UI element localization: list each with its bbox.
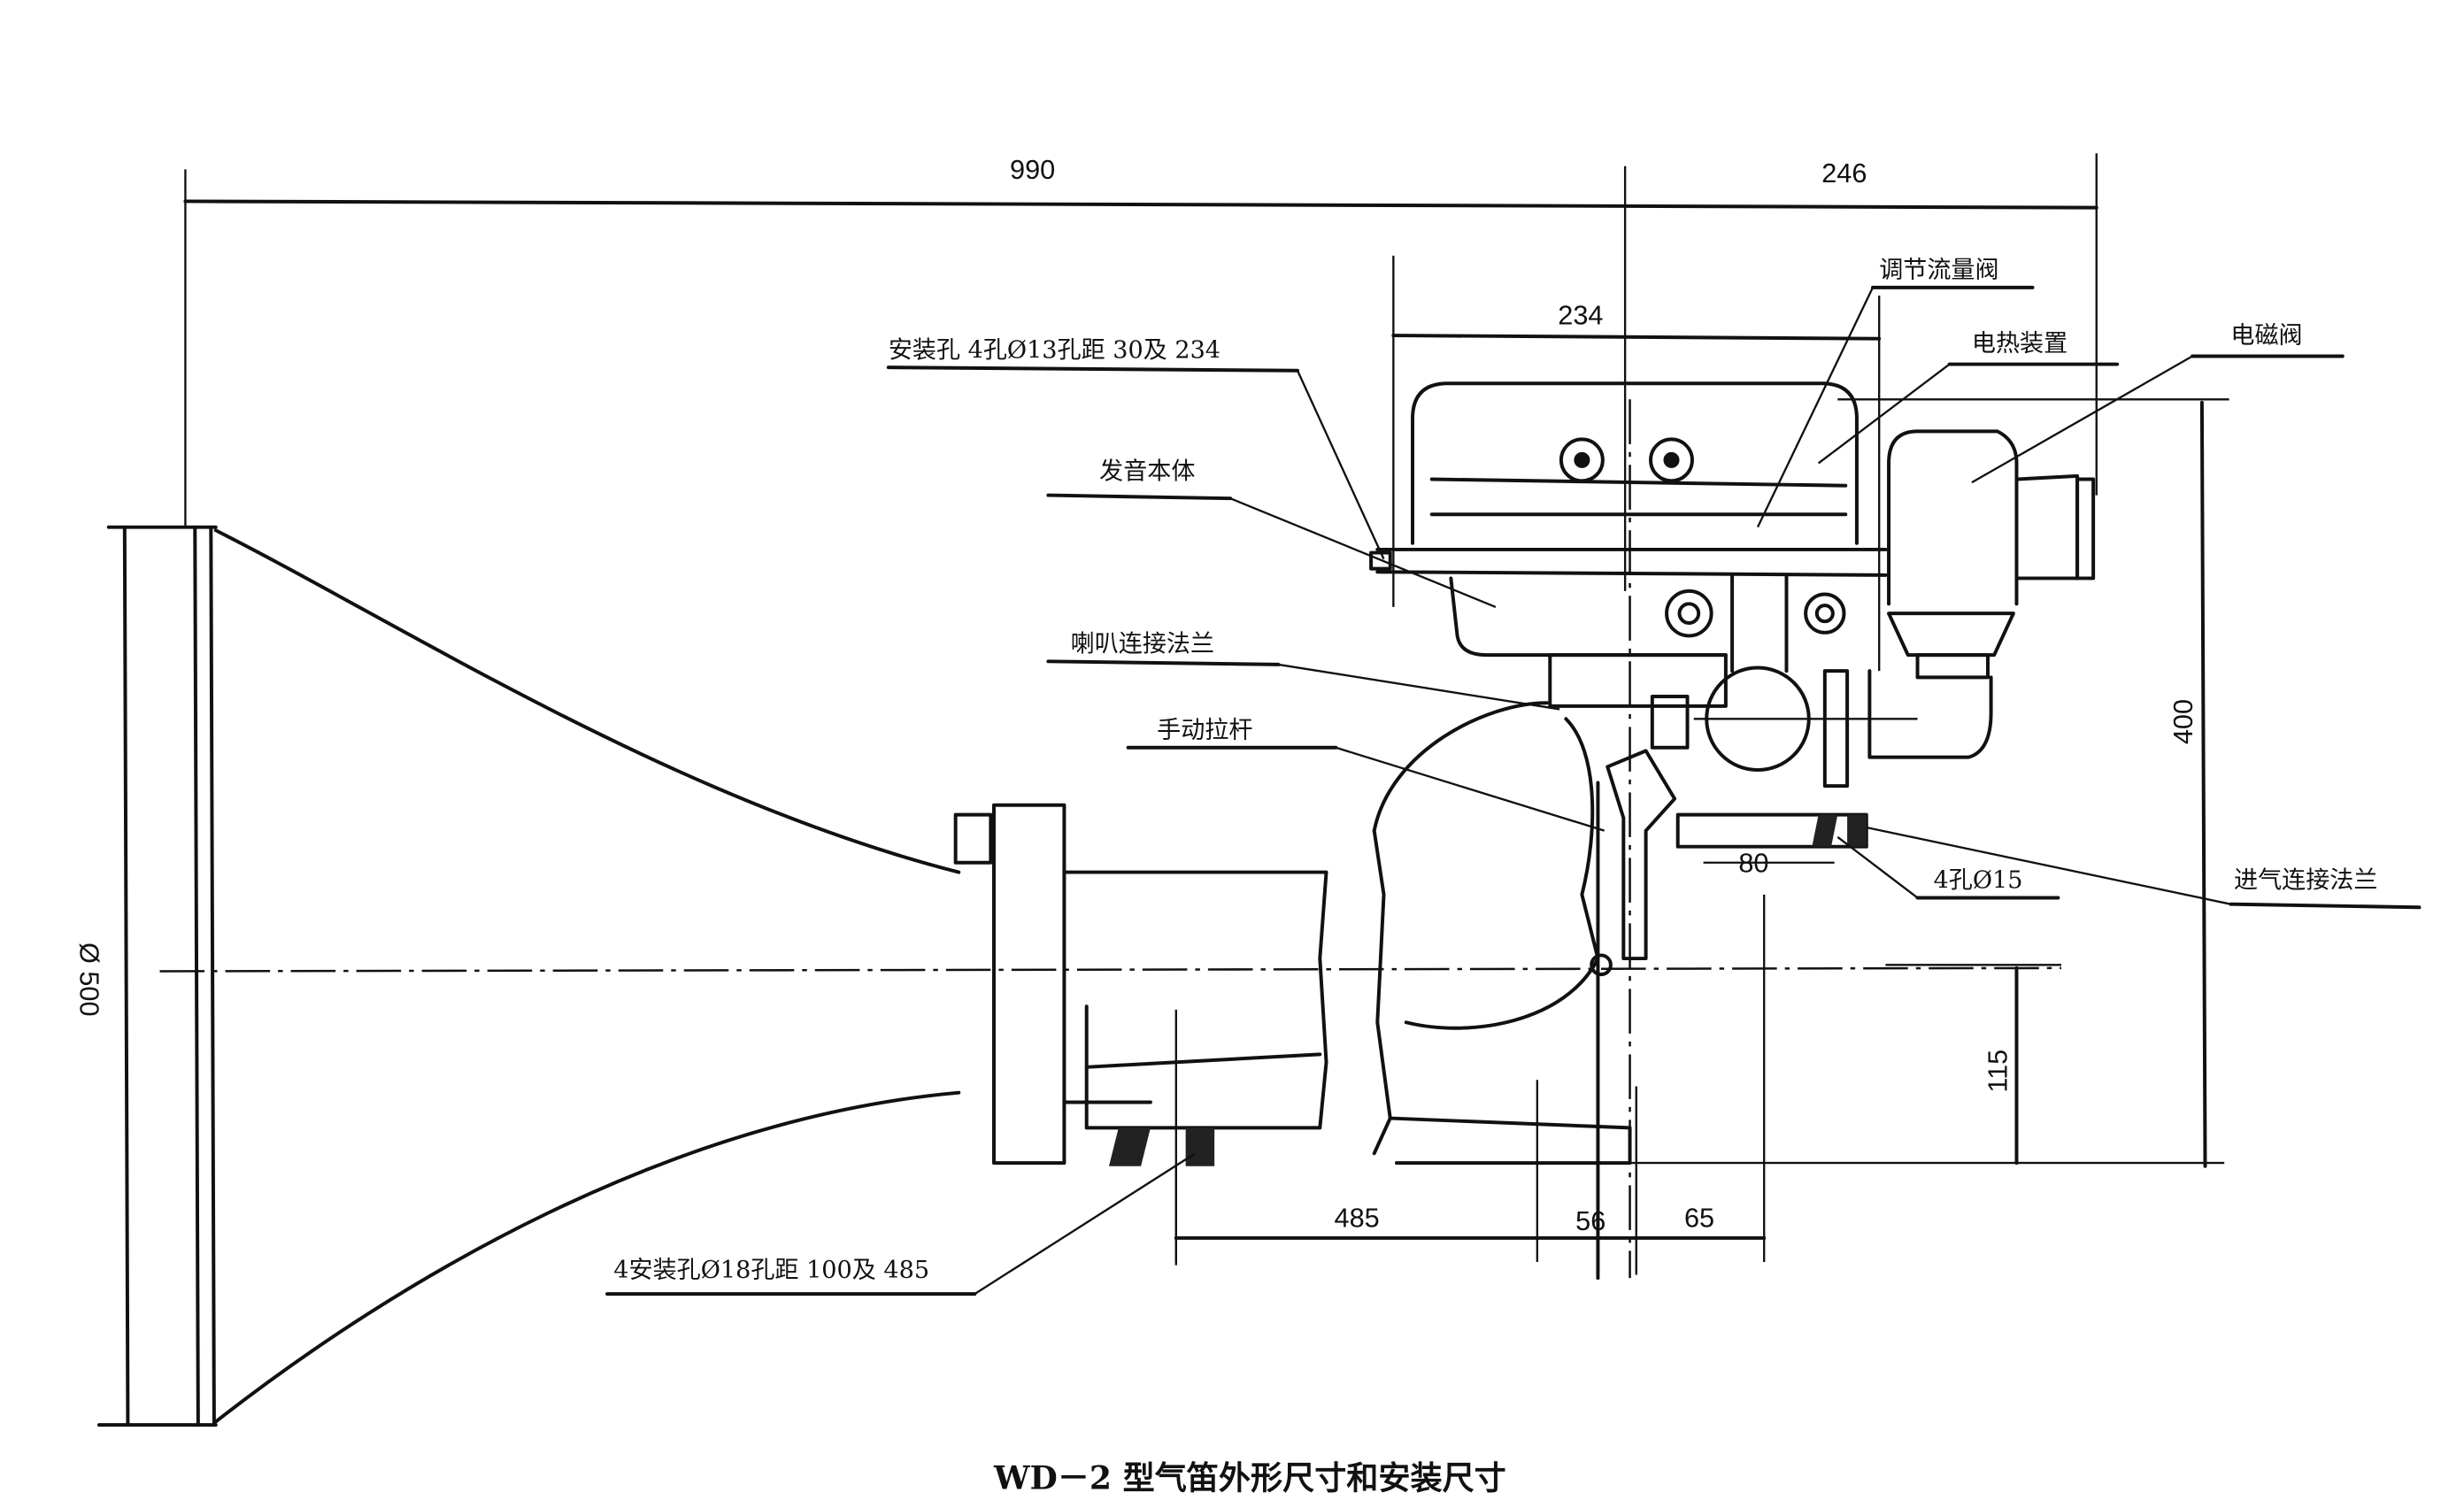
- callout-horn-flange: 喇叭连接法兰: [1071, 630, 1214, 658]
- callout-inlet-flange: 进气连接法兰: [2234, 867, 2377, 895]
- callout-solenoid: 电磁阀: [2230, 322, 2302, 350]
- sound-body: [1369, 381, 1888, 1279]
- solenoid-valve: [1867, 399, 2096, 759]
- dim-990-label: 990: [1010, 154, 1055, 185]
- callout-inlet-holes: 4孔Ø15: [1934, 867, 2023, 895]
- callout-mount-holes-top: 安装孔 4孔Ø13孔距 30及 234: [889, 336, 1220, 364]
- dim-485-label: 485: [1335, 1202, 1380, 1233]
- dim-115-label: 115: [1983, 1050, 2014, 1093]
- dim-56-label: 56: [1575, 1205, 1605, 1236]
- bottom-dimensions: 485 56 65: [1174, 894, 1767, 1275]
- horn: Ø 500: [73, 525, 2062, 1427]
- dim-65-label: 65: [1684, 1202, 1714, 1233]
- dim-500-label: Ø 500: [73, 942, 104, 1017]
- support-column: [1372, 701, 1632, 1263]
- valve-assembly: 80: [1590, 573, 1918, 1281]
- callout-heater: 电热装置: [1972, 330, 2067, 358]
- horn-flange: [953, 803, 1328, 1263]
- dimension-990: 990 246: [183, 153, 2098, 591]
- callouts: 调节流量阀 电热装置 电磁阀 安装孔 4孔Ø13孔距 30及 234 发音本体 …: [605, 257, 2422, 1296]
- callout-flow-valve: 调节流量阀: [1879, 257, 1998, 284]
- dim-400-label: 400: [2168, 699, 2198, 744]
- dimension-234: 234: [1391, 255, 1882, 607]
- callout-manual-lever: 手动拉杆: [1157, 717, 1252, 744]
- callout-mount-holes-bottom: 4安装孔Ø18孔距 100及 485: [613, 1257, 929, 1284]
- dimension-115: 115: [1885, 964, 2062, 1166]
- dim-80-label: 80: [1738, 848, 1768, 879]
- dim-246-label: 246: [1821, 158, 1867, 188]
- callout-sound-body: 发音本体: [1099, 458, 1195, 486]
- dim-234-label: 234: [1558, 299, 1603, 330]
- drawing-caption: WD－2 型气笛外形尺寸和安装尺寸: [993, 1458, 1506, 1496]
